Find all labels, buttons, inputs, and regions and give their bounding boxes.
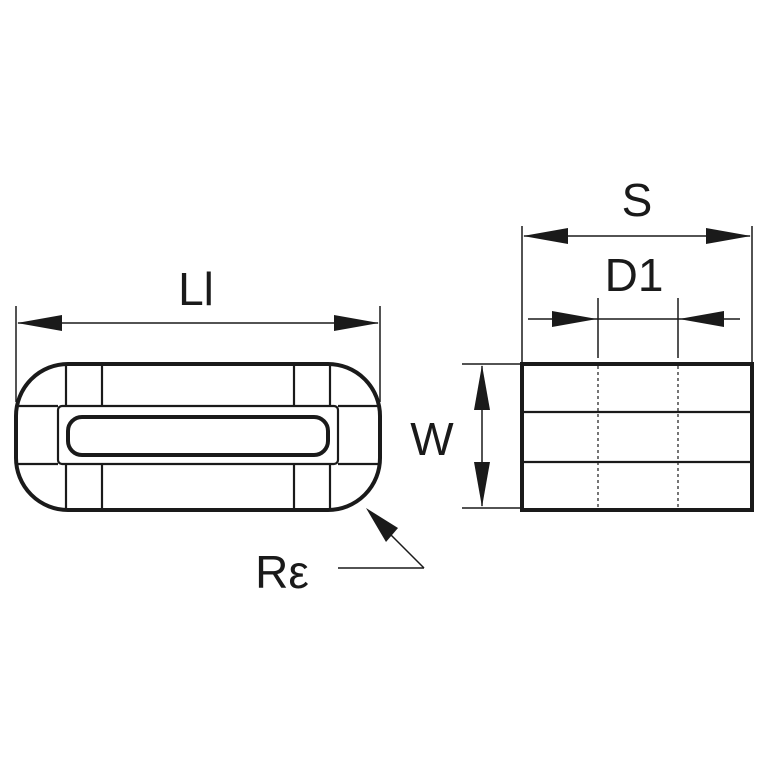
side-outer-outline <box>520 362 754 512</box>
arrowhead <box>17 315 62 331</box>
front-outer-outline <box>14 362 382 512</box>
thickness-dimension: S <box>521 174 753 362</box>
thickness-label: S <box>622 174 653 226</box>
arrowhead <box>334 315 379 331</box>
length-dimension: Ll <box>15 263 381 402</box>
front-view <box>14 362 382 512</box>
front-slot <box>66 415 330 457</box>
width-label: W <box>410 413 454 465</box>
diameter-dimension: D1 <box>528 249 740 358</box>
radius-callout: Rε <box>255 508 425 598</box>
leader-line <box>389 533 425 569</box>
length-label: Ll <box>178 263 214 315</box>
arrowhead <box>474 365 490 410</box>
radius-label: Rε <box>255 546 309 598</box>
width-dimension: W <box>410 363 520 509</box>
arrowhead <box>552 311 597 327</box>
arrowhead <box>706 228 751 244</box>
arrowhead <box>366 508 398 542</box>
side-view <box>520 362 754 512</box>
front-hole-frame <box>56 404 340 466</box>
arrowhead <box>523 228 568 244</box>
arrowhead <box>474 462 490 507</box>
arrowhead <box>679 311 724 327</box>
diameter-label: D1 <box>605 249 664 301</box>
